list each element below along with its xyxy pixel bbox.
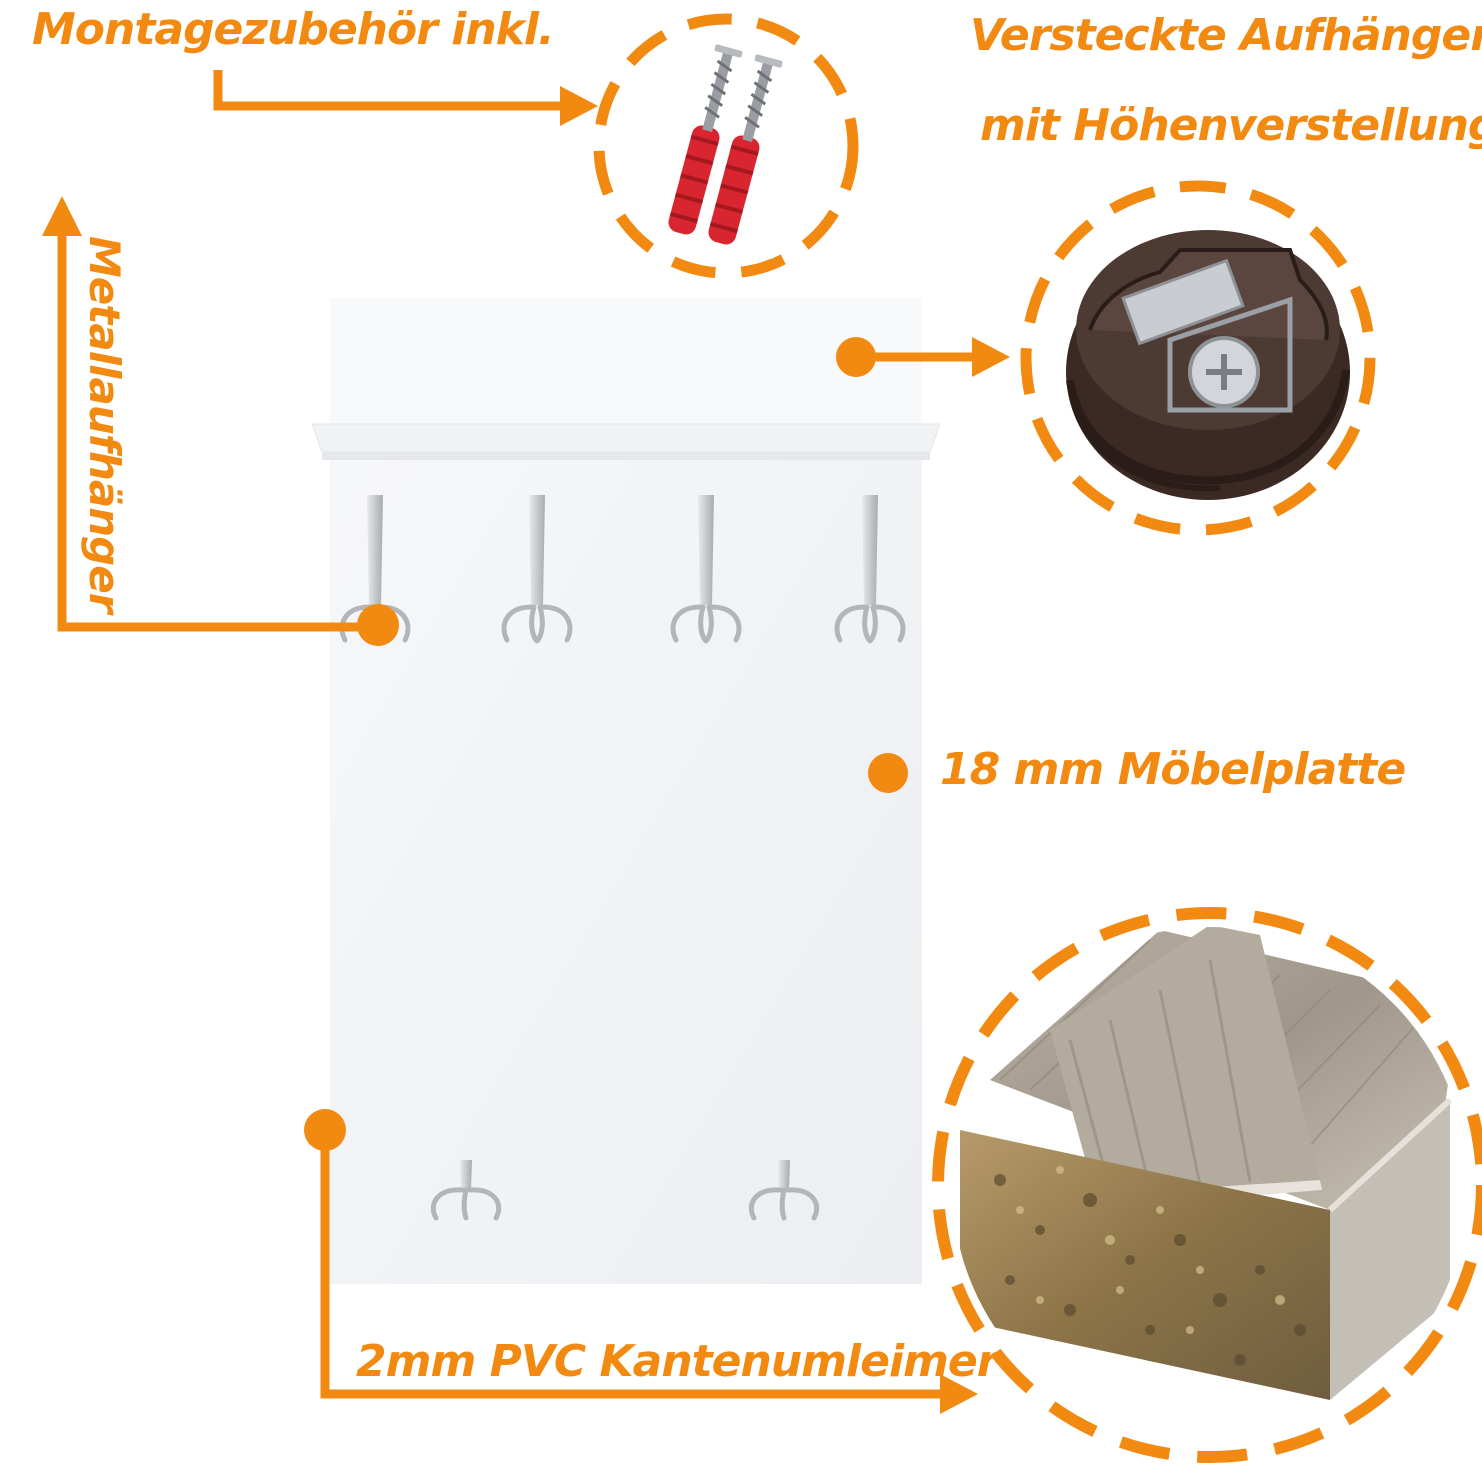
mounting-label: Montagezubehör inkl. [32,4,555,55]
coat-hook-icon [430,1160,502,1221]
mounting-callout-arrow [213,70,598,126]
edge-label: 2mm PVC Kantenumleimer [356,1336,998,1387]
metal-hooks-label: Metallaufhänger [80,236,129,613]
coat-hook-icon [834,495,906,644]
hidden-hanger-dashed-circle [1020,180,1376,536]
mounting-dashed-circle [593,13,859,279]
coat-hook-icon [339,495,411,644]
board-pointer-dot [868,753,908,793]
board-edge-icon [952,927,1468,1443]
hidden-hanger-icon [1066,230,1350,500]
edge-dashed-circle [932,907,1482,1463]
metal-hooks-callout-arrow [42,196,376,632]
coat-hook-icon [501,495,573,644]
hidden-hanger-label-line2: mit Höhenverstellung [980,100,1482,151]
wall-plug-icon [668,44,783,245]
board-label: 18 mm Möbelplatte [940,744,1406,795]
coat-hook-icon [670,495,742,644]
metal-hooks-pointer-dot [357,604,399,646]
wall-panel [311,298,941,1284]
edge-callout-arrow [320,1130,978,1414]
coat-hook-icon [748,1160,820,1221]
hidden-hanger-label-line1: Versteckte Aufhänger [970,10,1482,61]
hidden-hanger-callout-arrow [856,337,1010,377]
